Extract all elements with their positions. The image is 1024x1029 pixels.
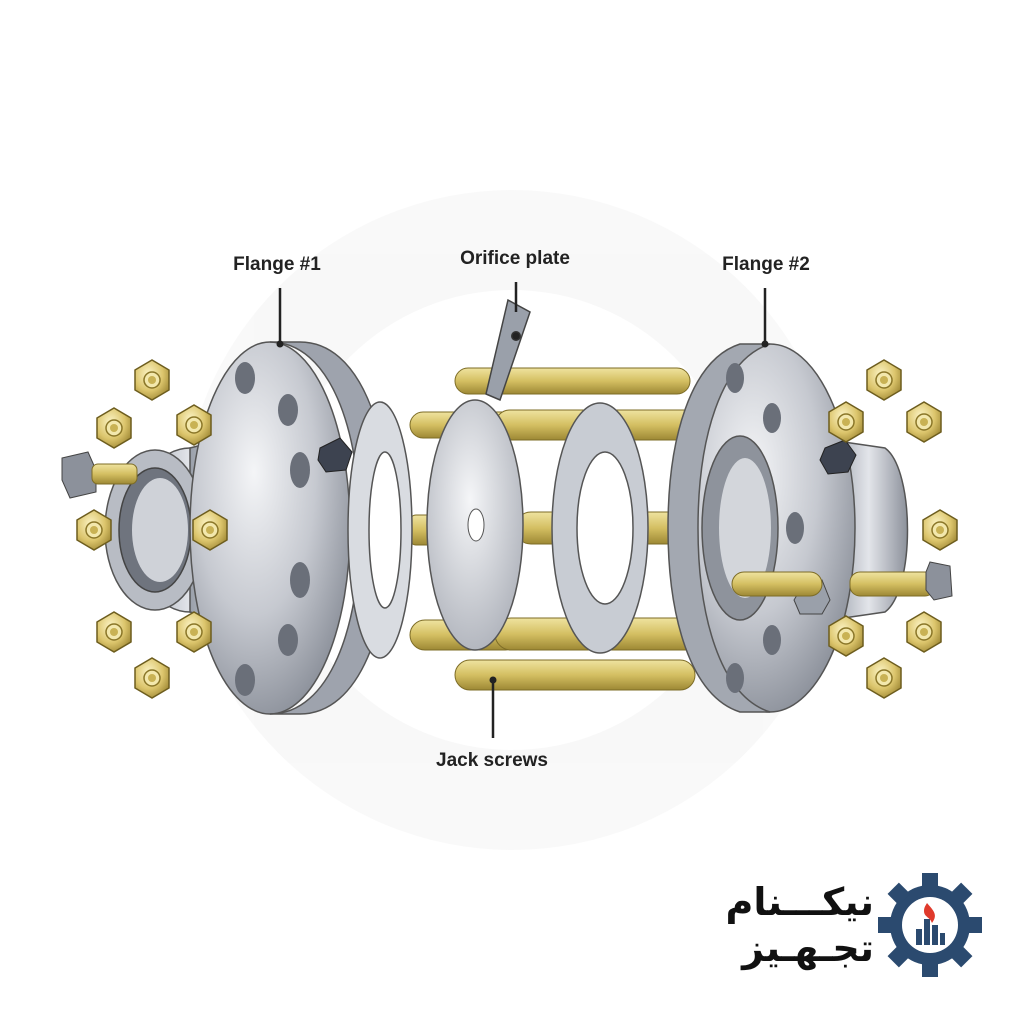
gear-logo-icon [878, 873, 982, 977]
right-jack-screw [731, 561, 953, 601]
hex-nut-icon [866, 359, 902, 401]
gasket-ring-2 [551, 402, 649, 654]
hex-nut-icon [134, 657, 170, 699]
left-jack-screw [61, 451, 138, 499]
label-orifice-plate: Orifice plate [460, 248, 570, 269]
stud-rod [454, 659, 696, 691]
hex-nut-icon [134, 359, 170, 401]
brand-name-line-1: نیکـــنام [725, 880, 874, 924]
flange-1 [104, 341, 413, 715]
label-flange-2: Flange #2 [722, 254, 810, 275]
orifice-plate [426, 298, 531, 651]
label-flange-1: Flange #1 [233, 254, 321, 275]
hex-nut-icon [906, 401, 942, 443]
flame-icon [924, 903, 935, 923]
leader-lines [278, 282, 767, 738]
hex-nut-icon [96, 407, 132, 449]
hex-nut-icon [866, 657, 902, 699]
brand-name-line-2: تجـهـیز [742, 926, 874, 970]
flange-2 [667, 343, 909, 713]
stud-rod [454, 367, 691, 395]
hex-nut-icon [922, 509, 958, 551]
hex-nut-icon [906, 611, 942, 653]
label-jack-screws: Jack screws [436, 750, 548, 771]
hex-nut-icon [96, 611, 132, 653]
